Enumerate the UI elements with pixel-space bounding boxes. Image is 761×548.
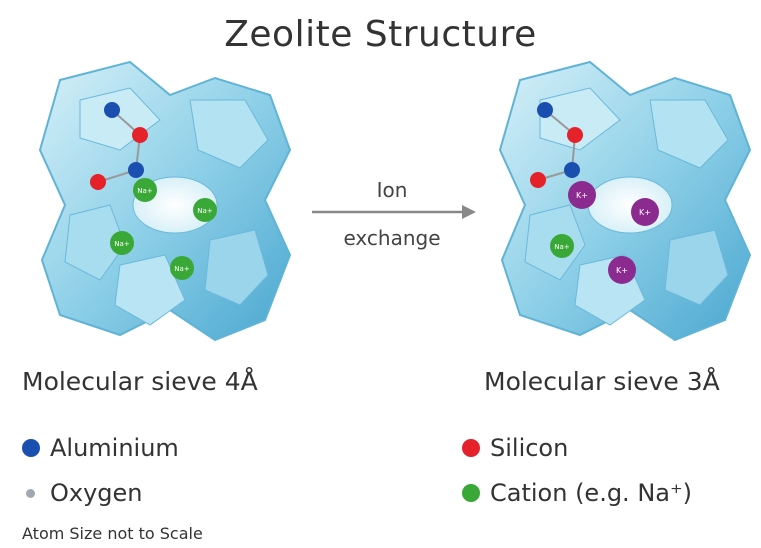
arrow-label-line1: Ion [376, 178, 408, 202]
left-framework [38, 60, 292, 342]
legend-aluminium: Aluminium [22, 434, 179, 462]
cation-dot-icon [462, 484, 480, 502]
page-title: Zeolite Structure [224, 14, 537, 55]
legend-label: Silicon [490, 434, 569, 462]
sodium-cation: Na+ [110, 231, 134, 255]
potassium-cation: K+ [631, 198, 659, 226]
aluminium-atom [104, 102, 120, 118]
svg-text:K+: K+ [576, 191, 588, 200]
aluminium-dot-icon [22, 439, 40, 457]
legend-label: Oxygen [50, 479, 143, 507]
svg-text:Na+: Na+ [197, 207, 213, 215]
right-caption: Molecular sieve 3Å [484, 367, 720, 396]
aluminium-atom [537, 102, 553, 118]
ion-exchange-arrow [312, 205, 476, 219]
svg-text:Na+: Na+ [174, 265, 190, 273]
legend-label: Aluminium [50, 434, 179, 462]
arrow-label-line2: exchange [343, 226, 441, 250]
silicon-atom [132, 127, 148, 143]
sodium-cation: Na+ [193, 198, 217, 222]
silicon-atom [90, 174, 106, 190]
svg-text:K+: K+ [639, 208, 651, 217]
legend-silicon: Silicon [462, 434, 568, 462]
silicon-atom [567, 127, 583, 143]
legend-oxygen: Oxygen [26, 479, 143, 507]
sodium-cation: Na+ [133, 178, 157, 202]
svg-text:Na+: Na+ [554, 243, 570, 251]
scale-note: Atom Size not to Scale [22, 524, 203, 543]
potassium-cation: K+ [608, 256, 636, 284]
legend-label: Cation (e.g. Na⁺) [490, 479, 693, 507]
silicon-atom [530, 172, 546, 188]
oxygen-dot-icon [26, 488, 35, 498]
svg-text:K+: K+ [616, 266, 628, 275]
right-framework [498, 60, 752, 342]
aluminium-atom [564, 162, 580, 178]
legend-cation: Cation (e.g. Na⁺) [462, 479, 692, 507]
potassium-cation: K+ [568, 181, 596, 209]
silicon-dot-icon [462, 439, 480, 457]
aluminium-atom [128, 162, 144, 178]
sodium-cation: Na+ [170, 256, 194, 280]
sodium-cation: Na+ [550, 234, 574, 258]
left-caption: Molecular sieve 4Å [22, 367, 258, 396]
svg-text:Na+: Na+ [137, 187, 153, 195]
svg-text:Na+: Na+ [114, 240, 130, 248]
